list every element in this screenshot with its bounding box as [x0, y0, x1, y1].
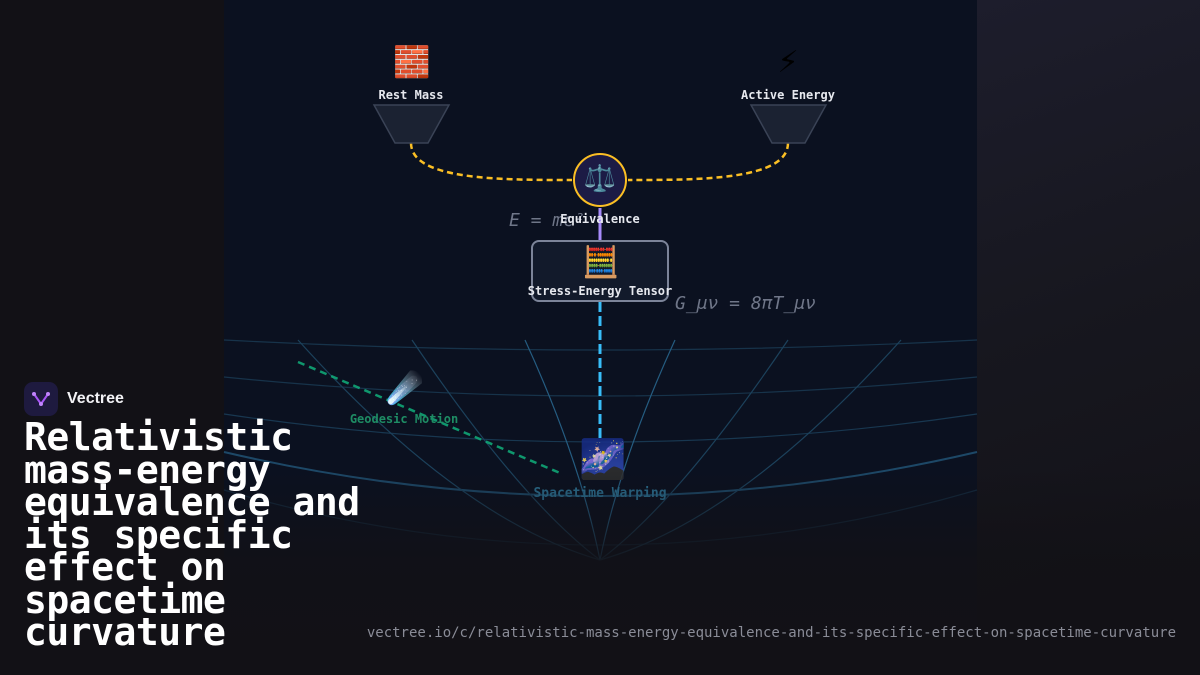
mass-energy-formula: E = mc² — [509, 210, 585, 231]
field-equation-formula: G_μν = 8πT_μν — [675, 293, 816, 314]
brand: Vectree — [24, 382, 124, 416]
grid-line — [223, 413, 978, 443]
rest-mass-label: Rest Mass — [378, 88, 444, 102]
equivalence-label: Equivalence — [560, 212, 640, 226]
stress-energy-node — [531, 240, 669, 302]
grid-line — [599, 339, 789, 561]
active-energy-label: Active Energy — [741, 88, 835, 102]
brick-icon: 🧱 — [393, 45, 431, 80]
stress-energy-label: Stress-Energy Tensor — [527, 284, 673, 298]
lightning-icon: ⚡ — [777, 45, 799, 80]
page-url[interactable]: vectree.io/c/relativistic-mass-energy-eq… — [366, 625, 1176, 641]
rest-mass-link — [409, 142, 573, 182]
vectree-logo-icon — [24, 382, 58, 416]
abacus-icon: 🧮 — [582, 245, 620, 280]
milky-way-icon: 🌌 — [579, 437, 627, 481]
comet-icon: ☄️ — [386, 371, 424, 406]
active-energy-link — [627, 142, 790, 182]
active-energy-funnel — [749, 104, 828, 144]
spacetime-label: Spacetime Warping — [533, 486, 667, 501]
page-title: Relativistic mass-energy equivalence and… — [24, 415, 360, 654]
equivalence-node — [573, 153, 627, 207]
rest-mass-funnel — [372, 104, 451, 144]
balance-scale-icon: ⚖️ — [583, 164, 617, 194]
grid-line — [411, 339, 601, 561]
grid-line — [599, 339, 902, 561]
geodesic-label: Geodesic Motion — [349, 412, 459, 426]
brand-name: Vectree — [67, 390, 124, 407]
